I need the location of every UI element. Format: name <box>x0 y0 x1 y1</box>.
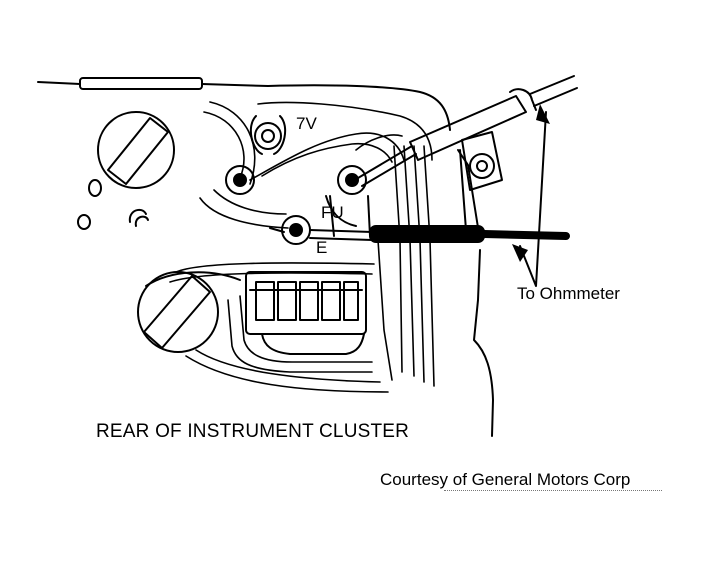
diagram-caption: REAR OF INSTRUMENT CLUSTER <box>96 421 410 442</box>
credit-line: Courtesy of General Motors Corp <box>380 470 631 489</box>
upper-gauge <box>97 111 175 189</box>
credit-underline <box>444 490 662 491</box>
connector-block <box>245 271 367 355</box>
probe-upper <box>357 75 578 187</box>
terminal-fu <box>325 165 371 237</box>
circuit-traces <box>169 101 435 393</box>
small-holes <box>77 179 149 230</box>
terminal-left <box>225 165 255 195</box>
meter-label: To Ohmmeter <box>517 284 620 303</box>
lower-gauge <box>137 271 241 353</box>
meter-arrows <box>512 104 550 287</box>
pin-label-fu: FU <box>321 203 344 222</box>
pin-label-7v: 7V <box>296 114 317 133</box>
top-pointer-rod <box>37 77 269 90</box>
pin-label-e: E <box>316 238 328 257</box>
terminal-e <box>269 215 311 245</box>
terminal-7v <box>249 115 287 155</box>
mounting-boss <box>461 131 503 191</box>
probe-lower <box>309 225 570 243</box>
